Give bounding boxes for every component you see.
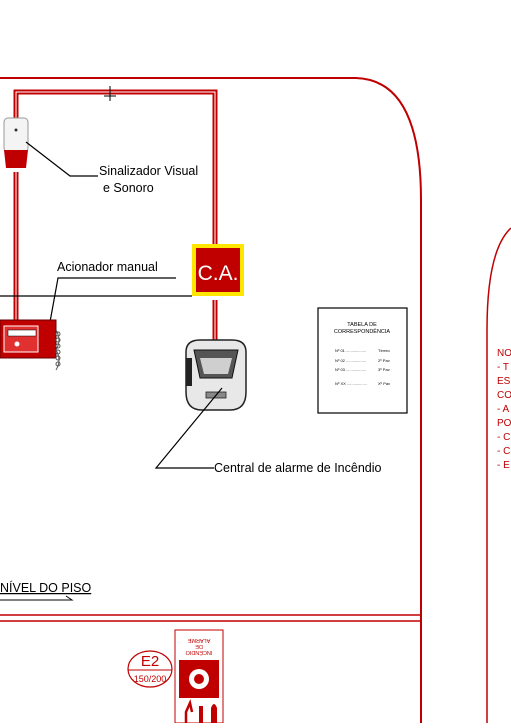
note-line-5: - A [497,404,510,415]
panel-frame [0,77,422,723]
table-row-1-floor: Térreo [378,348,391,353]
note-line-4: CO [497,390,511,401]
floor-level-marker [0,595,74,601]
sign-mirrored-2: DE [195,643,203,649]
table-row-3-code: Nº 03 .................. [335,367,366,372]
pushbutton-leader-line [45,277,176,345]
table-title-1: TABELA DE [347,322,377,328]
note-line-6: PO [497,418,511,429]
sign-mirrored-1: INCÊNDIO [185,649,213,657]
sign-code-badge: E2 150/200 [127,650,173,688]
ca-box: C.A. [192,244,244,296]
note-line-9: - E [497,460,510,471]
table-row-2-code: Nº 02 .................. [335,358,366,363]
beacon-leader-line [25,141,98,177]
sign-code: E2 [141,653,159,670]
note-line-8: - C [497,446,510,457]
table-title-2: CORRESPONDÊNCIA [334,327,391,335]
alarm-sign: INCÊNDIO DE ALARME [174,629,224,724]
beacon-label-2: e Sonoro [103,181,154,195]
table-row-1-code: Nº 01 .................. [335,348,366,353]
beacon-icon [3,117,29,168]
note-line-1: NO [497,348,511,359]
floor-level-label: NÍVEL DO PISO [0,580,92,595]
notes-text: NO - T ES CO - A PO - C - C - E [497,348,511,471]
correspondence-table: TABELA DE CORRESPONDÊNCIA Nº 01 ........… [317,307,408,414]
table-row-4-code: Nº XX .................. [335,381,367,386]
ca-label: C.A. [198,262,239,285]
notes-panel-frame [486,227,511,723]
table-row-4-floor: Xº Pav [378,381,390,386]
central-label: Central de alarme de Incêndio [214,461,382,475]
alarm-hand-icon [184,699,217,723]
beacon-label: Sinalizador Visual [99,164,198,178]
table-row-2-floor: 2º Pav [378,358,390,363]
pushbutton-label: Acionador manual [57,260,158,274]
note-line-2: - T [497,362,509,373]
manual-call-point-icon [0,319,61,371]
central-leader-line [154,387,223,469]
alarm-central-icon [185,339,247,411]
table-row-3-floor: 3º Pav [378,367,390,372]
sign-mirrored-3: ALARME [187,637,210,643]
note-line-7: - C [497,432,510,443]
note-line-3: ES [497,376,511,387]
sign-size: 150/200 [134,674,167,684]
